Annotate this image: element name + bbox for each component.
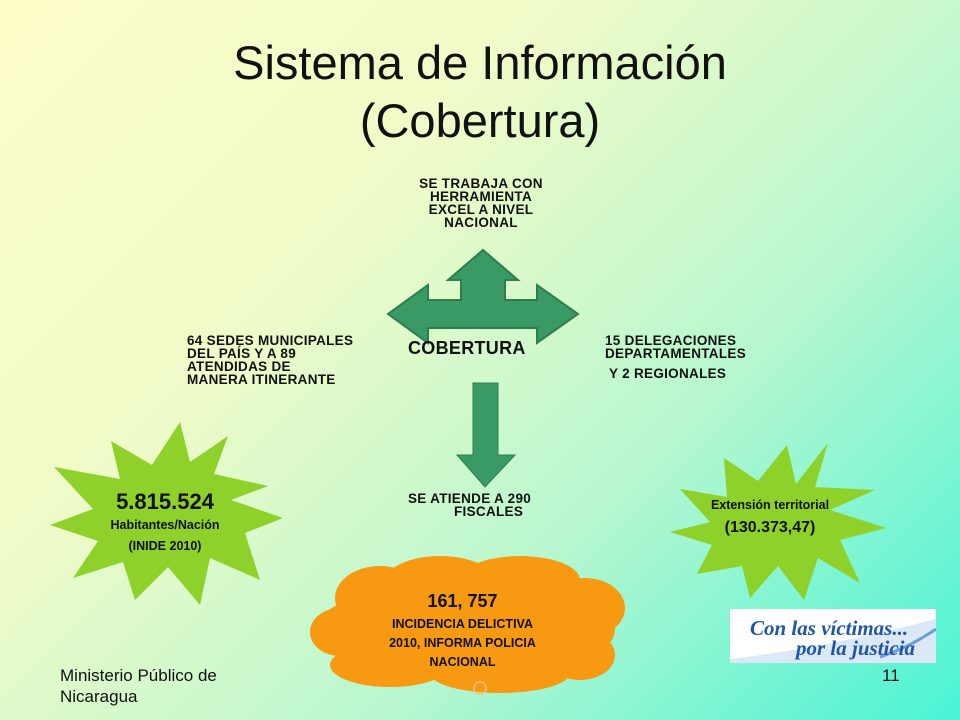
three-way-arrow-shape xyxy=(386,248,580,345)
down-arrow-shape xyxy=(455,382,517,488)
right-label: 15 DELEGACIONES DEPARTAMENTALES Y 2 REGI… xyxy=(605,333,746,381)
bottom-label: SE ATIENDE A 290 FISCALES xyxy=(408,491,532,519)
footer-organization: Ministerio Público de Nicaragua xyxy=(60,666,217,706)
left-starburst-shape xyxy=(50,422,283,605)
left-label: 64 SEDES MUNICIPALES DEL PAÍS Y A 89 ATE… xyxy=(187,333,354,387)
logo-line-2: por la justicia xyxy=(796,636,916,660)
page-number: 11 xyxy=(882,666,900,685)
title-line-2: (Cobertura) xyxy=(359,94,601,147)
cloud-tail-icon xyxy=(473,681,487,695)
slide-title: Sistema de Información (Cobertura) xyxy=(0,34,960,150)
logo-swoosh-icon xyxy=(730,619,936,663)
logo: Con las víctimas... por la justicia xyxy=(730,609,936,663)
center-label: COBERTURA xyxy=(408,338,526,358)
right-starburst-shape xyxy=(670,443,886,600)
population-stat: 5.815.524 Habitantes/Nación (INIDE 2010) xyxy=(110,489,220,553)
territory-stat: Extensión territorial (130.373,47) xyxy=(710,498,830,536)
crime-stat: 161, 757 INCIDENCIA DELICTIVA 2010, INFO… xyxy=(389,591,536,669)
logo-line-1: Con las víctimas... xyxy=(750,616,909,640)
orange-cloud-shape xyxy=(310,556,625,693)
title-line-1: Sistema de Información xyxy=(233,36,727,89)
top-label: SE TRABAJA CON HERRAMIENTA EXCEL A NIVEL… xyxy=(419,176,543,230)
